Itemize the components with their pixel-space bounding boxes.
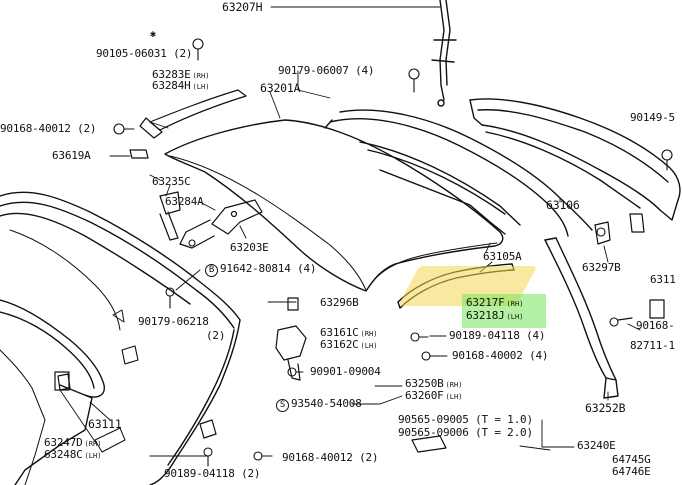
label-63619A: 63619A xyxy=(52,149,91,162)
label-90105-06031: 90105-06031 (2) xyxy=(96,47,193,60)
label-63283E: 63283E(RH) xyxy=(152,68,210,81)
label-63240E: 63240E xyxy=(577,439,616,452)
left-frame-drawing xyxy=(0,191,241,485)
label-63248C: 63248C(LH) xyxy=(44,448,102,461)
label-63111: 63111 xyxy=(88,417,122,431)
label-90168-right: 90168- xyxy=(636,319,675,332)
label-63252B: 63252B xyxy=(585,401,626,415)
label-63161C: 63161C(RH) xyxy=(320,326,378,339)
label-63217F: 63217F(RH) xyxy=(466,296,524,309)
label-6311x: 6311 xyxy=(650,273,676,286)
label-63297B: 63297B xyxy=(582,261,621,274)
bracket-drawings xyxy=(57,89,665,453)
circle-b-icon: B xyxy=(205,264,218,277)
star-icon: ✱ xyxy=(150,29,156,40)
label-star-marker: ✱ xyxy=(150,28,158,41)
label-63105A: 63105A xyxy=(483,250,522,263)
right-frame-drawing xyxy=(324,98,681,399)
label-90179-06218-qty: (2) xyxy=(206,329,226,342)
label-63260F: 63260F(LH) xyxy=(405,389,463,402)
label-63250B: 63250B(RH) xyxy=(405,377,463,390)
label-63284A: 63284A xyxy=(165,195,204,208)
label-63284H: 63284H(LH) xyxy=(152,79,210,92)
label-90189-04118-bot: 90189-04118 (2) xyxy=(164,467,261,480)
label-90565-09005: 90565-09005 (T = 1.0) xyxy=(398,413,533,426)
label-90901-09004: 90901-09004 xyxy=(310,365,381,378)
label-63247D: 63247D(RH) xyxy=(44,436,102,449)
highlight-label-63217F xyxy=(462,294,546,328)
label-63106: 63106 xyxy=(546,198,580,212)
label-64745G: 64745G xyxy=(612,453,651,466)
label-63207H: 63207H xyxy=(222,0,263,14)
label-90565-09006: 90565-09006 (T = 2.0) xyxy=(398,426,533,439)
roof-panel-drawing xyxy=(164,119,504,292)
label-63218J: 63218J(LH) xyxy=(466,309,524,322)
label-90189-04118-mid: 90189-04118 (4) xyxy=(449,329,546,342)
label-90168-40012-bot: 90168-40012 (2) xyxy=(282,451,379,464)
label-90168-40002: 90168-40002 (4) xyxy=(452,349,549,362)
circle-s-icon: S xyxy=(276,399,289,412)
leader-lines xyxy=(59,6,641,457)
label-63296B: 63296B xyxy=(320,296,359,309)
label-90179-06218: 90179-06218 xyxy=(138,315,209,328)
label-90149-5: 90149-5 xyxy=(630,111,675,124)
label-82711-1: 82711-1 xyxy=(630,339,675,352)
label-63162C: 63162C(LH) xyxy=(320,338,378,351)
label-63201A: 63201A xyxy=(260,81,301,95)
label-90179-06007: 90179-06007 (4) xyxy=(278,64,375,77)
label-63235C: 63235C xyxy=(152,175,191,188)
label-90168-40012-top: 90168-40012 (2) xyxy=(0,122,97,135)
fastener-drawings xyxy=(113,38,673,467)
rod-drawing xyxy=(431,0,457,107)
label-63203E: 63203E xyxy=(230,241,269,254)
label-64746E: 64746E xyxy=(612,465,651,478)
